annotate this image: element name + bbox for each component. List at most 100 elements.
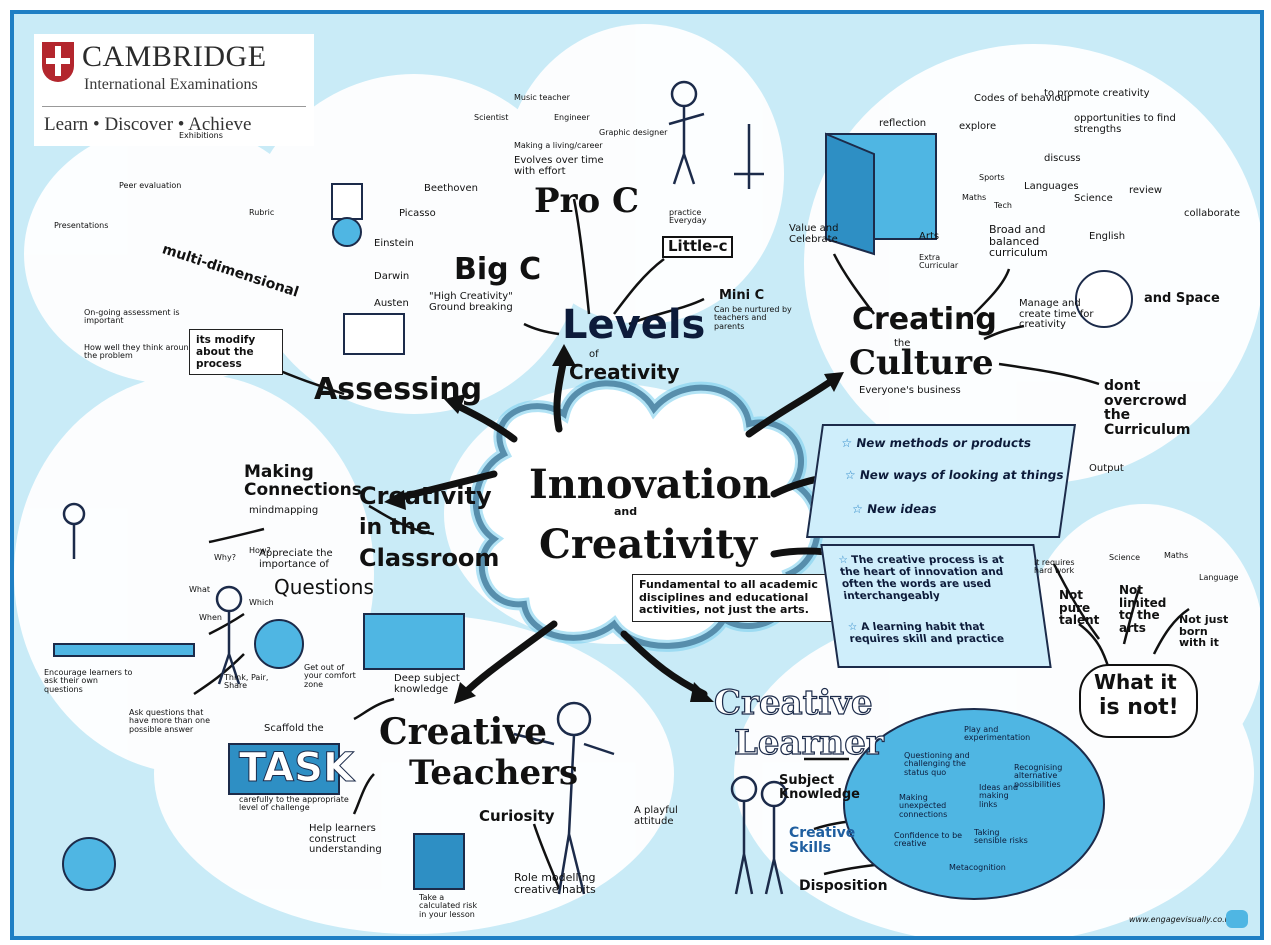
pro-c-note: Making a living/career <box>514 141 603 150</box>
process-item-2: ☆ A learning habit that requires skill a… <box>847 621 1005 645</box>
assessing-modify: its modify about the process <box>189 329 283 376</box>
little-c-title: Little-c <box>662 236 734 258</box>
cloud-review: review <box>1129 185 1163 196</box>
not-title-1: What it <box>1094 670 1177 694</box>
classroom-title-2: in the <box>359 515 431 540</box>
culture-title-1: Creating <box>852 302 997 337</box>
classroom-connections: Making Connections <box>244 462 362 500</box>
brain-ideas: Ideas and making links <box>979 783 1019 809</box>
culture-overcrowd: dont overcrowd the Curriculum <box>1104 378 1191 439</box>
classroom-encourage: Encourage learners to ask their own ques… <box>44 668 133 694</box>
learner-title-2: Learner <box>733 723 884 763</box>
teachers-task: TASK <box>239 745 355 791</box>
person-picasso: Picasso <box>399 208 436 219</box>
assessing-title: Assessing <box>314 372 483 407</box>
classroom-title-1: Creativity <box>359 482 492 510</box>
pro-role-music: Music teacher <box>514 93 570 102</box>
levels-title: Levels <box>562 302 706 348</box>
teachers-task-sub: carefully to the appropriate level of ch… <box>239 795 349 813</box>
subject-sports: Sports <box>979 173 1005 182</box>
learner-skills: Creative Skills <box>789 825 856 856</box>
brain-alternatives: Recognising alternative possibilities <box>1014 763 1063 789</box>
cloud-codes: Codes of behaviour <box>974 93 1072 104</box>
credit-url: www.engagevisually.co.uk <box>1129 915 1235 924</box>
qword-what: What <box>189 585 211 594</box>
qword-which: Which <box>249 598 274 607</box>
teachers-role: Role modelling creative habits <box>514 871 596 896</box>
subject-tech: Tech <box>994 201 1012 210</box>
big-c-title: Big C <box>454 252 542 287</box>
classroom-title-3: Classroom <box>359 544 500 572</box>
center-and: and <box>614 505 638 518</box>
teachers-risk: Take a calculated risk in your lesson <box>419 893 478 919</box>
not-item-maths: Maths <box>1164 551 1189 560</box>
process-item-1: ☆ The creative process is at the heart o… <box>837 554 1005 602</box>
teachers-help: Help learners construct understanding <box>309 823 382 855</box>
culture-sub: Everyone's business <box>859 385 961 396</box>
cloud-opportunities: opportunities to find strengths <box>1074 113 1176 135</box>
culture-title-2: Culture <box>849 343 994 383</box>
little-c-sub: practice Everyday <box>669 208 707 226</box>
brain-metacognition: Metacognition <box>949 863 1006 872</box>
qword-why: Why? <box>214 553 236 562</box>
mini-c-sub: Can be nurtured by teachers and parents <box>714 305 792 331</box>
learner-disposition: Disposition <box>799 878 888 894</box>
output-panel: ☆ New methods or products ☆ New ways of … <box>805 424 1077 538</box>
learner-title-1: Creative <box>713 683 873 723</box>
subject-arts: Arts <box>919 231 940 242</box>
brain-confidence: Confidence to be creative <box>894 831 963 849</box>
teachers-comfort: Get out of your comfort zone <box>304 663 356 689</box>
not-item-science: Science <box>1109 553 1141 562</box>
brain-risks: Taking sensible risks <box>974 828 1028 846</box>
subject-extra: Extra Curricular <box>919 253 959 271</box>
assess-label-exhibitions: Exhibitions <box>179 131 223 140</box>
subject-science: Science <box>1074 193 1113 204</box>
assessing-ongoing: On-going assessment is important <box>84 308 180 326</box>
culture-value: Value and Celebrate <box>789 223 839 245</box>
arrow-heads <box>384 344 844 704</box>
pro-c-sub: Evolves over time with effort <box>514 155 604 177</box>
person-einstein: Einstein <box>374 238 414 249</box>
teachers-title-1: Creative <box>379 711 547 753</box>
culture-space: and Space <box>1144 291 1220 306</box>
culture-the: the <box>894 338 911 349</box>
person-beethoven: Beethoven <box>424 183 478 194</box>
logo-divider <box>42 106 306 107</box>
figures <box>62 80 788 895</box>
levels-of: of <box>589 349 599 360</box>
teachers-scaffold: Scaffold the <box>264 723 324 734</box>
classroom-ask: Ask questions that have more than one po… <box>129 708 211 734</box>
qword-when: When <box>199 613 222 622</box>
cambridge-shield-icon <box>42 42 74 82</box>
output-item-1: ☆ New methods or products <box>840 436 1033 450</box>
logo-tagline: Learn • Discover • Achieve <box>44 114 252 135</box>
person-austen: Austen <box>374 298 409 309</box>
mini-c-title: Mini C <box>719 288 765 303</box>
pro-role-scientist: Scientist <box>474 113 509 122</box>
thin-arrows <box>193 198 1190 890</box>
teachers-playful: A playful attitude <box>634 805 678 827</box>
levels-sub: Creativity <box>569 360 680 384</box>
logo-name: CAMBRIDGE <box>82 40 267 73</box>
learner-knowledge: Subject Knowledge <box>779 773 860 802</box>
person-darwin: Darwin <box>374 271 410 282</box>
what-it-is-not-bubble <box>1079 664 1198 738</box>
speech-bubble-icon <box>1226 910 1248 928</box>
cambridge-logo: CAMBRIDGE International Examinations Lea… <box>34 34 314 146</box>
classroom-mindmapping: mindmapping <box>249 505 319 516</box>
not-item-arts: Not limited to the arts <box>1119 583 1167 635</box>
brain-unexpected: Making unexpected connections <box>899 793 948 819</box>
qword-how: How? <box>249 546 271 555</box>
center-note: Fundamental to all academic disciplines … <box>632 574 836 622</box>
cloud-promote: to promote creativity <box>1044 88 1150 99</box>
not-item-hardwork: it requires hard work <box>1034 558 1075 576</box>
poster-frame: CAMBRIDGE International Examinations Lea… <box>10 10 1264 940</box>
center-title-2: Creativity <box>539 521 758 568</box>
cloud-collaborate: collaborate <box>1184 208 1241 219</box>
not-item-language: Language <box>1199 573 1239 582</box>
teachers-title-2: Teachers <box>409 753 579 793</box>
pro-role-designer: Graphic designer <box>599 128 668 137</box>
culture-curriculum: Broad and balanced curriculum <box>989 223 1048 260</box>
cloud-discuss: discuss <box>1044 153 1081 164</box>
